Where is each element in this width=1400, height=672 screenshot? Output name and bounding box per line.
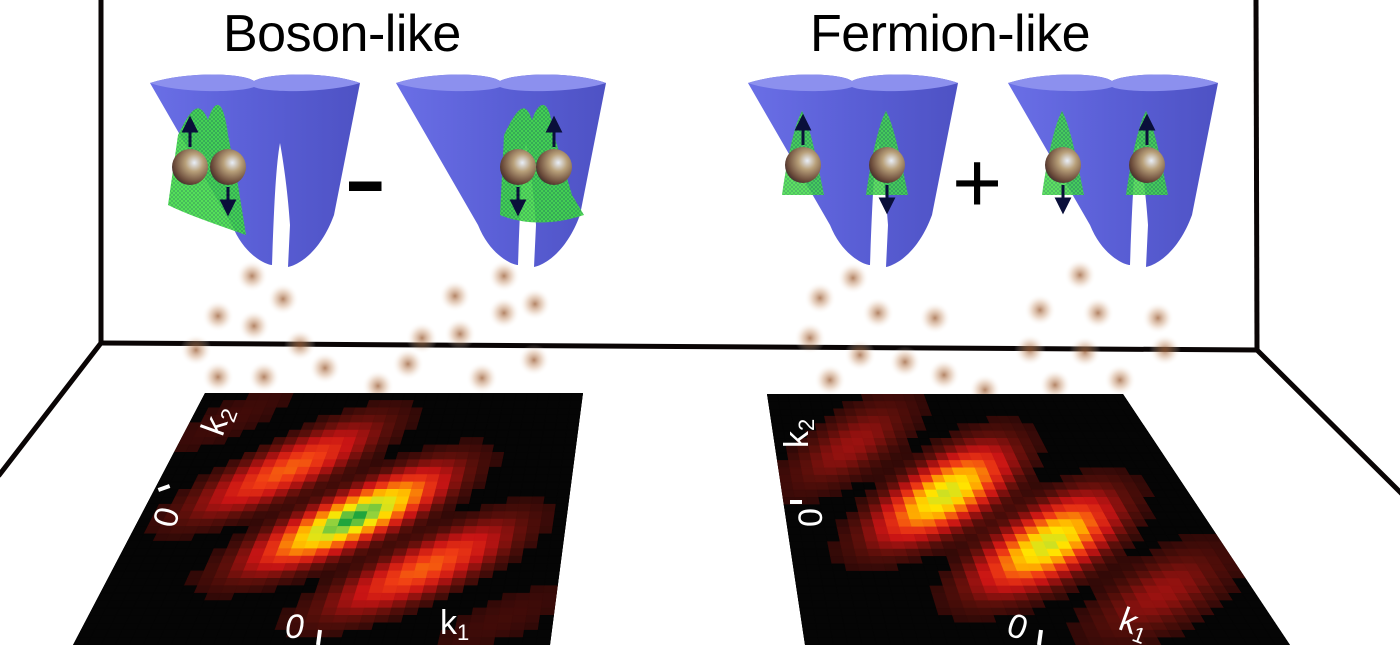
double-well-fermion-1 [748, 74, 958, 267]
k2-subscript: 2 [794, 418, 819, 431]
double-well-boson-2 [396, 74, 606, 267]
atom-clouds [180, 259, 1181, 406]
minus-operator: - [344, 135, 387, 224]
fermion-y-zero-label: 0 [792, 508, 830, 527]
fermion-title: Fermion-like [810, 5, 1091, 63]
fermion-k2-axis-label: k2 [778, 418, 824, 448]
plus-operator: + [952, 135, 1003, 231]
k2-label: k [778, 431, 816, 448]
heatmap-boson [73, 393, 583, 646]
k1-label: k [440, 604, 457, 642]
boson-x-zero-label: 0 [285, 608, 304, 646]
heatmap-fermion [767, 394, 1290, 646]
boson-title: Boson-like [223, 5, 461, 63]
k1-subscript: 1 [457, 620, 470, 645]
double-well-fermion-2 [1008, 74, 1218, 267]
boson-k1-axis-label: k1 [440, 606, 469, 650]
double-well-boson-1 [150, 74, 360, 267]
